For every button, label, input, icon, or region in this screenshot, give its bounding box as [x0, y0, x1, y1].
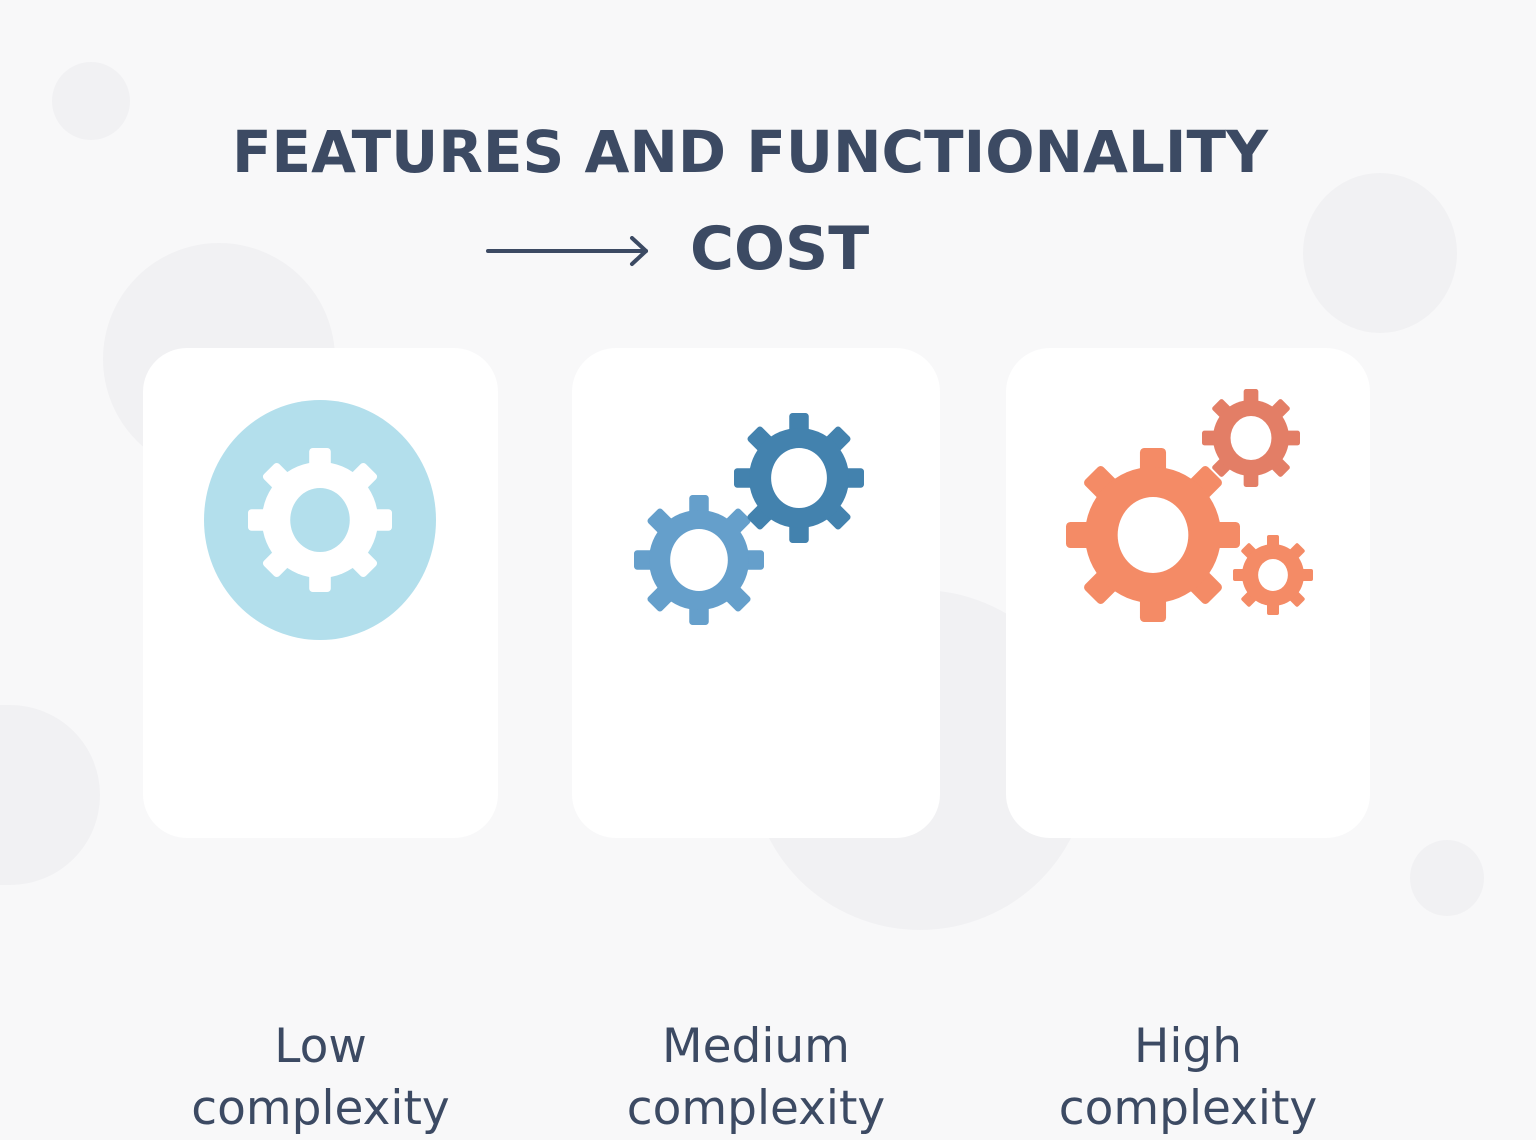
card-label: Low complexity	[143, 1016, 498, 1140]
background-circle	[1410, 840, 1484, 916]
label-line2: complexity	[1058, 1081, 1318, 1136]
cost-label: COST	[690, 214, 870, 284]
label-line1: High	[1133, 1019, 1243, 1074]
background-circle	[52, 62, 130, 140]
gear-illustrations	[204, 389, 1313, 640]
label-line2: complexity	[626, 1081, 886, 1136]
label-line2: complexity	[191, 1081, 450, 1136]
gear-icon	[1233, 535, 1313, 615]
gear-icon	[248, 448, 392, 592]
label-line1: Medium	[662, 1019, 850, 1074]
gear-icon	[1066, 448, 1240, 622]
arrow-right-icon	[486, 236, 648, 266]
gear-icon	[734, 413, 864, 543]
card-label: High complexity	[1006, 1016, 1370, 1140]
page-title: FEATURES AND FUNCTIONALITY	[231, 118, 1269, 186]
card-label: Medium complexity	[572, 1016, 940, 1140]
gear-icon	[1202, 389, 1300, 487]
background-circle	[1303, 173, 1457, 333]
gear-icon	[634, 495, 764, 625]
label-line1: Low	[274, 1019, 367, 1074]
